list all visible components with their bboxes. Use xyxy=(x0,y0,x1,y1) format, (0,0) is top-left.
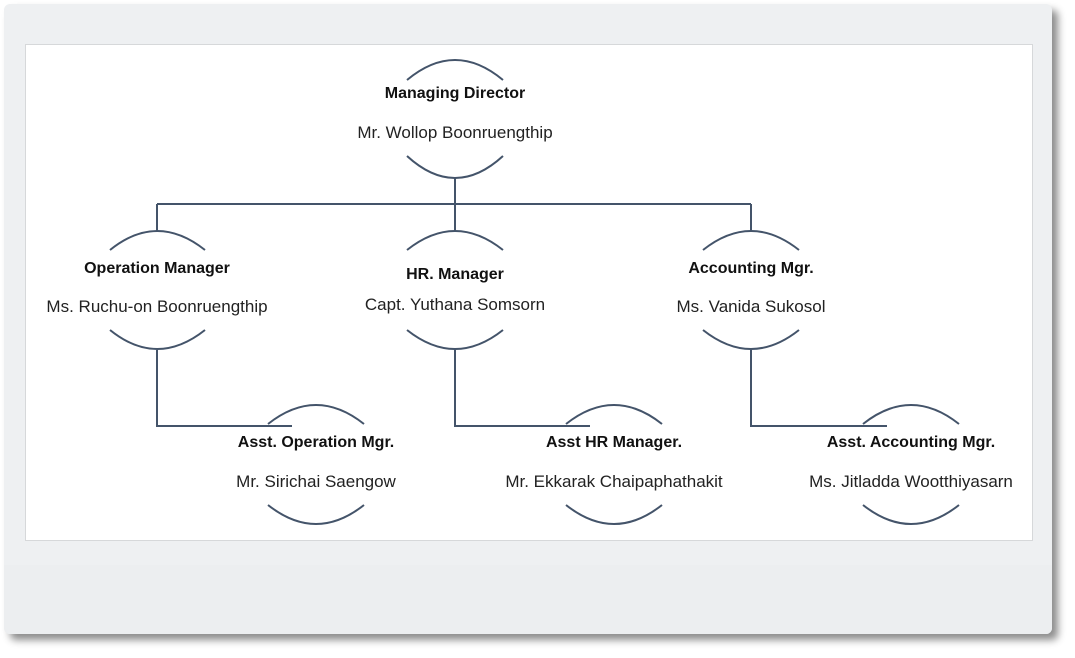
managing-director-name: Mr. Wollop Boonruengthip xyxy=(357,123,553,142)
am-to-aam xyxy=(750,350,887,427)
asst-accounting-manager-name: Ms. Jitladda Wootthiyasarn xyxy=(809,472,1013,491)
aom-arc-top xyxy=(267,404,365,425)
asst-hr-manager-name: Mr. Ekkarak Chaipaphathakit xyxy=(505,472,723,491)
ahr-arc-top xyxy=(565,404,663,425)
ahr-arc-bottom xyxy=(565,504,663,525)
bottom-strip xyxy=(4,565,1052,634)
md-arc-top xyxy=(406,59,504,81)
accounting-manager-title: Accounting Mgr. xyxy=(688,260,814,277)
managing-director-title: Managing Director xyxy=(384,85,526,102)
hr-arc-top xyxy=(406,230,504,251)
accounting-manager-name: Ms. Vanida Sukosol xyxy=(676,297,826,316)
hr-to-ahr xyxy=(454,350,590,427)
operation-manager-title: Operation Manager xyxy=(84,260,230,277)
om-to-aom xyxy=(156,350,292,427)
om-arc-top xyxy=(109,230,206,251)
asst-accounting-manager-title: Asst. Accounting Mgr. xyxy=(826,434,996,451)
aam-arc-top xyxy=(862,404,960,425)
aam-arc-bottom xyxy=(862,504,960,525)
am-arc-top xyxy=(702,230,800,251)
org-chart-canvas xyxy=(25,44,1033,541)
hr-manager-name: Capt. Yuthana Somsorn xyxy=(364,295,546,314)
asst-operation-manager-name: Mr. Sirichai Saengow xyxy=(236,472,396,491)
am-arc-bottom xyxy=(702,329,800,350)
asst-operation-manager-title: Asst. Operation Mgr. xyxy=(237,434,395,451)
hr-arc-bottom xyxy=(406,329,504,350)
hr-manager-title: HR. Manager xyxy=(406,266,504,283)
operation-manager-name: Ms. Ruchu-on Boonruengthip xyxy=(46,297,268,316)
om-arc-bottom xyxy=(109,329,206,350)
md-arc-bottom xyxy=(406,155,504,179)
aom-arc-bottom xyxy=(267,504,365,525)
asst-hr-manager-title: Asst HR Manager. xyxy=(545,434,683,451)
